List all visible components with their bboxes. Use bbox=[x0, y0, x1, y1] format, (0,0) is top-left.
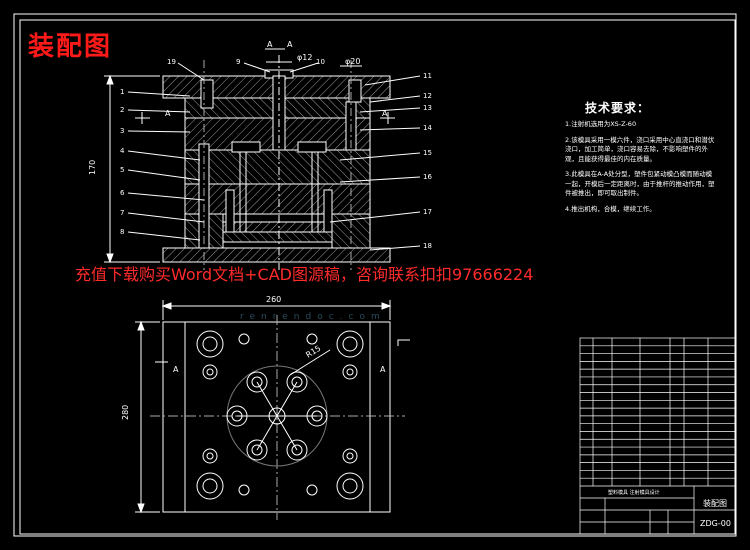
radial-dim: R15 bbox=[304, 344, 322, 360]
tech-item-1: 1.注射机选用为XS-Z-60 bbox=[565, 120, 637, 128]
part-label-8: 8 bbox=[120, 228, 124, 236]
part-label-16: 16 bbox=[423, 173, 432, 181]
part-label-18: 18 bbox=[423, 242, 432, 250]
part-label-5: 5 bbox=[120, 166, 124, 174]
section-mark-5: A bbox=[173, 365, 179, 374]
height-dim-front: 170 bbox=[88, 160, 97, 175]
dia-dim-a: φ12 bbox=[297, 53, 312, 62]
tech-requirements-heading: 技术要求： bbox=[585, 101, 651, 115]
part-label-6: 6 bbox=[120, 189, 125, 197]
front-section-view bbox=[104, 48, 421, 270]
title-block-text: 装配图 ZDG-00 塑料模具 注射模具设计 bbox=[608, 489, 731, 528]
part-label-12: 12 bbox=[423, 92, 432, 100]
dia-dim-b: φ20 bbox=[345, 57, 360, 66]
tech-item-4: 4.推出机构，合模，继续工作。 bbox=[565, 204, 656, 213]
part-label-14: 14 bbox=[423, 124, 432, 132]
section-mark-6: A bbox=[380, 365, 386, 374]
part-label-10: 10 bbox=[316, 58, 325, 66]
site-watermark: renrendoc.com bbox=[240, 312, 386, 322]
drawing-name-cell: 装配图 bbox=[703, 498, 727, 508]
inner-frame bbox=[19, 19, 736, 535]
part-number-labels: 1 2 3 4 5 6 7 8 11 12 13 14 15 16 17 18 … bbox=[120, 58, 432, 250]
section-mark-4: A bbox=[382, 109, 388, 118]
part-label-7: 7 bbox=[120, 209, 124, 217]
part-label-19: 19 bbox=[167, 58, 176, 66]
promo-banner: 充值下载购买Word文档+CAD图源稿，咨询联系扣扣97666224 bbox=[75, 265, 534, 284]
section-mark-1: A bbox=[267, 40, 273, 49]
part-label-11: 11 bbox=[423, 72, 432, 80]
part-label-13: 13 bbox=[423, 104, 432, 112]
drawing-code-cell: ZDG-00 bbox=[700, 519, 731, 528]
part-label-1: 1 bbox=[120, 88, 124, 96]
tech-item-2: 2.该模具采用一模六件，浇口采用中心直浇口和潜伏浇口，加工简单，浇口容易去除，不… bbox=[565, 135, 715, 163]
top-plan-view bbox=[135, 300, 410, 520]
part-label-3: 3 bbox=[120, 127, 124, 135]
width-dim-top: 260 bbox=[266, 295, 281, 304]
bom-table bbox=[579, 337, 736, 535]
part-label-2: 2 bbox=[120, 106, 124, 114]
section-mark-3: A bbox=[165, 109, 171, 118]
part-label-9: 9 bbox=[236, 58, 240, 66]
outer-frame bbox=[13, 13, 737, 537]
drawing-title: 装配图 bbox=[28, 32, 113, 62]
project-cell: 塑料模具 注射模具设计 bbox=[608, 489, 660, 496]
tech-item-3: 3.此模具在A-A处分型，塑件包紧动模凸模而随动模一起，开模后一定距离时，由于推… bbox=[565, 170, 715, 197]
section-mark-2: A bbox=[287, 40, 293, 49]
part-label-4: 4 bbox=[120, 147, 125, 155]
part-label-15: 15 bbox=[423, 149, 432, 157]
part-label-17: 17 bbox=[423, 208, 432, 216]
height-dim-top: 280 bbox=[121, 405, 130, 420]
tech-requirements-list: 1.注射机选用为XS-Z-60 2.该模具采用一模六件，浇口采用中心直浇口和潜伏… bbox=[565, 120, 715, 220]
